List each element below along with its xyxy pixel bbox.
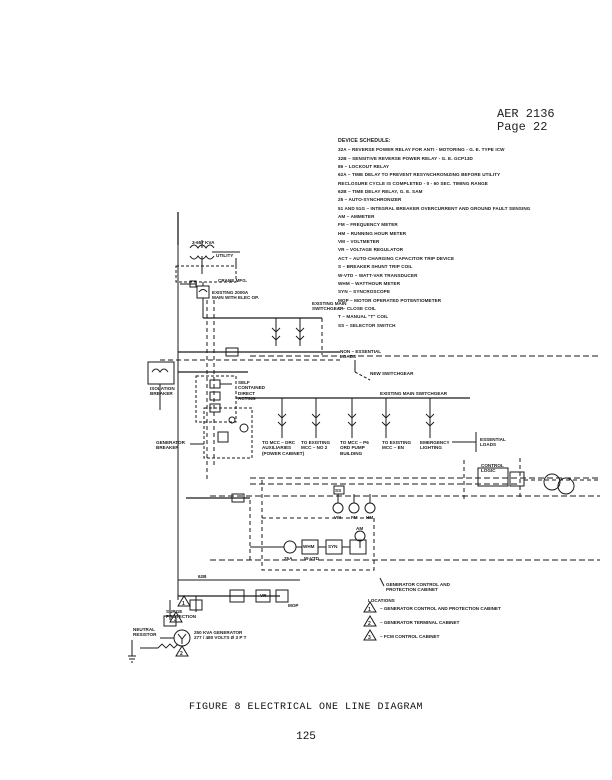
schedule-item: C – CLOSE COIL xyxy=(338,305,376,311)
label-utility: UTILITY xyxy=(216,253,234,258)
schedule-item: AM – AMMETER xyxy=(338,214,375,220)
page-label: Page 22 xyxy=(497,120,548,134)
location-1-text: – GENERATOR CONTROL AND PROTECTION CABIN… xyxy=(380,606,501,611)
schedule-item: RECLOSURE CYCLE IS COMPLETED - 0 - 60 SE… xyxy=(338,180,488,186)
device-schedule-list: 32A – REVERSE POWER RELAY FOR ANTI - MOT… xyxy=(338,146,588,330)
schedule-item: T – MANUAL "T" COIL xyxy=(338,314,389,320)
report-id: AER 2136 xyxy=(497,107,555,121)
svg-text:3: 3 xyxy=(368,635,371,641)
label-syn: SYN xyxy=(328,544,338,549)
schedule-item: SYN – SYNCROSCOPE xyxy=(338,289,390,295)
svg-text:3: 3 xyxy=(174,617,177,623)
schedule-item: MOP – MOTOR OPERATED POTENTIOMETER xyxy=(338,297,442,303)
utility-transformer-symbol xyxy=(189,240,240,274)
schedule-item: 62A – TIME DELAY TO PREVENT RESYNCHRONIZ… xyxy=(338,172,501,178)
schedule-item: 51 AND 51G – INTEGRAL BREAKER OVERCURREN… xyxy=(338,205,531,211)
svg-text:1: 1 xyxy=(182,601,185,607)
label-am: AM xyxy=(356,526,364,531)
label-new-switchgear: NEW SWITCHGEAR xyxy=(370,371,414,376)
label-existing-main-switchgear-2: EXISTING MAIN SWITCHGEAR xyxy=(380,391,448,396)
schedule-item: ACT – AUTO-CHARGING CAPACITOR TRIP DEVIC… xyxy=(338,255,455,261)
locations-title: LOCATIONS xyxy=(368,598,395,603)
location-2-text: – GENERATOR TERMINAL CABINET xyxy=(380,620,460,625)
svg-text:2: 2 xyxy=(368,621,371,627)
schedule-item: 25 – AUTO-SYNCHRONIZER xyxy=(338,197,402,203)
schedule-item: VM – VOLTMETER xyxy=(338,239,380,245)
label-w-vtd: W-VTD xyxy=(304,556,319,561)
label-mop: MOP xyxy=(288,603,299,608)
svg-text:2: 2 xyxy=(180,651,183,657)
svg-text:1: 1 xyxy=(368,607,371,613)
label-ss: SS xyxy=(335,488,342,493)
schedule-item: FM – FREQUENCY METER xyxy=(338,222,398,228)
label-vm: VM xyxy=(334,515,341,520)
schedule-item: HM – RUNNING HOUR METER xyxy=(338,230,407,236)
device-schedule: DEVICE SCHEDULE: 32A – REVERSE POWER REL… xyxy=(338,137,588,330)
page-number: 125 xyxy=(296,731,316,743)
label-vr: VR xyxy=(260,593,267,598)
schedule-item: S – BREAKER SHUNT TRIP COIL xyxy=(338,264,413,270)
label-fm: FM xyxy=(351,515,358,520)
figure-caption: FIGURE 8 ELECTRICAL ONE LINE DIAGRAM xyxy=(188,702,424,713)
location-triangle-numbers: 1 2 3 1 2 3 xyxy=(174,601,371,657)
label-25a: 25A xyxy=(284,556,293,561)
label-utility-kva: 3-657 KVA xyxy=(192,240,215,245)
schedule-item: W-VTD – WATT-VAR TRANSDUCER xyxy=(338,272,418,278)
schedule-item: 32A – REVERSE POWER RELAY FOR ANTI - MOT… xyxy=(338,147,505,153)
label-62b: 62B xyxy=(198,574,207,579)
label-crane-mfg: CRANE MFG. xyxy=(218,278,248,283)
label-hm: HM xyxy=(366,515,374,520)
schedule-item: 62B – TIME DELAY RELAY, G. E. SAM xyxy=(338,189,423,195)
schedule-item: VR – VOLTAGE REGULATOR xyxy=(338,247,404,253)
schedule-item: 32B – SENSITIVE REVERSE POWER RELAY - G.… xyxy=(338,155,473,161)
location-3-text: – FCM CONTROL CABINET xyxy=(380,634,440,639)
schedule-item: 86 – LOCKOUT RELAY xyxy=(338,164,390,170)
device-schedule-title: DEVICE SCHEDULE: xyxy=(338,138,391,144)
schedule-item: WHM – WATTHOUR METER xyxy=(338,280,401,286)
schedule-item: SS – SELECTOR SWITCH xyxy=(338,322,396,328)
label-whm: WHM xyxy=(303,544,315,549)
